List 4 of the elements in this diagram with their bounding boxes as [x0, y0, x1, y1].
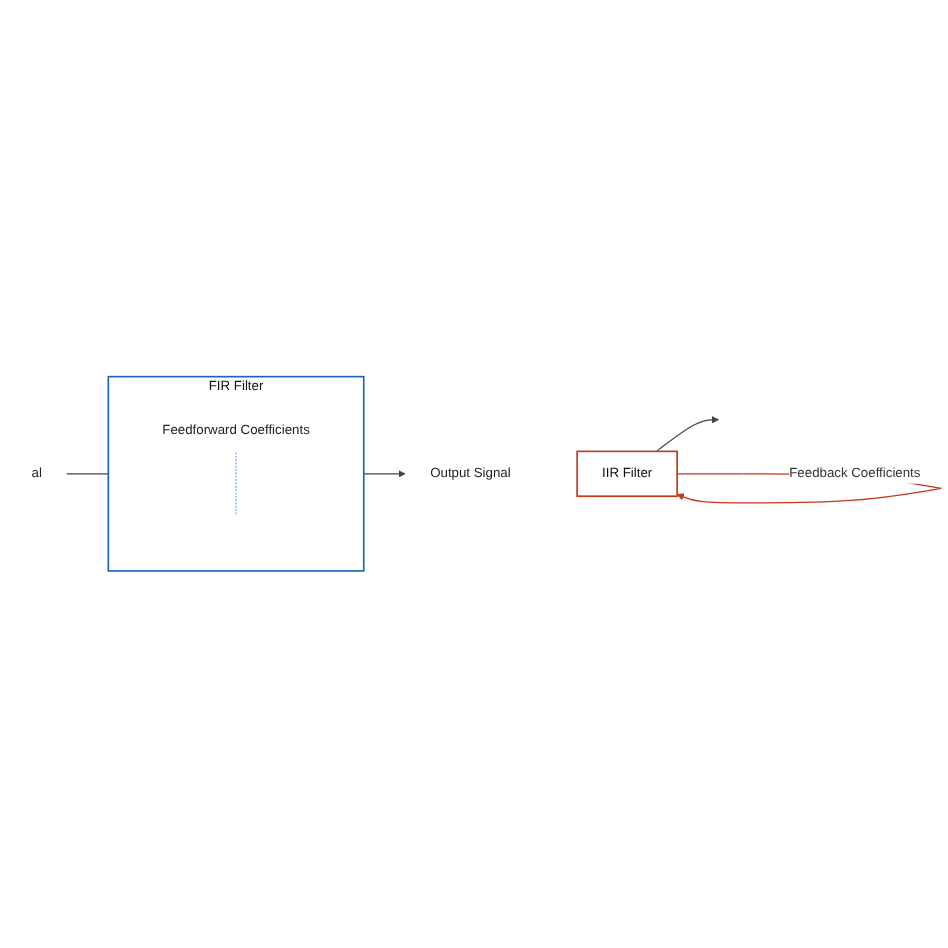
connector — [66, 473, 109, 475]
arrow — [655, 416, 719, 453]
arrow — [363, 470, 406, 478]
connector — [235, 452, 237, 516]
